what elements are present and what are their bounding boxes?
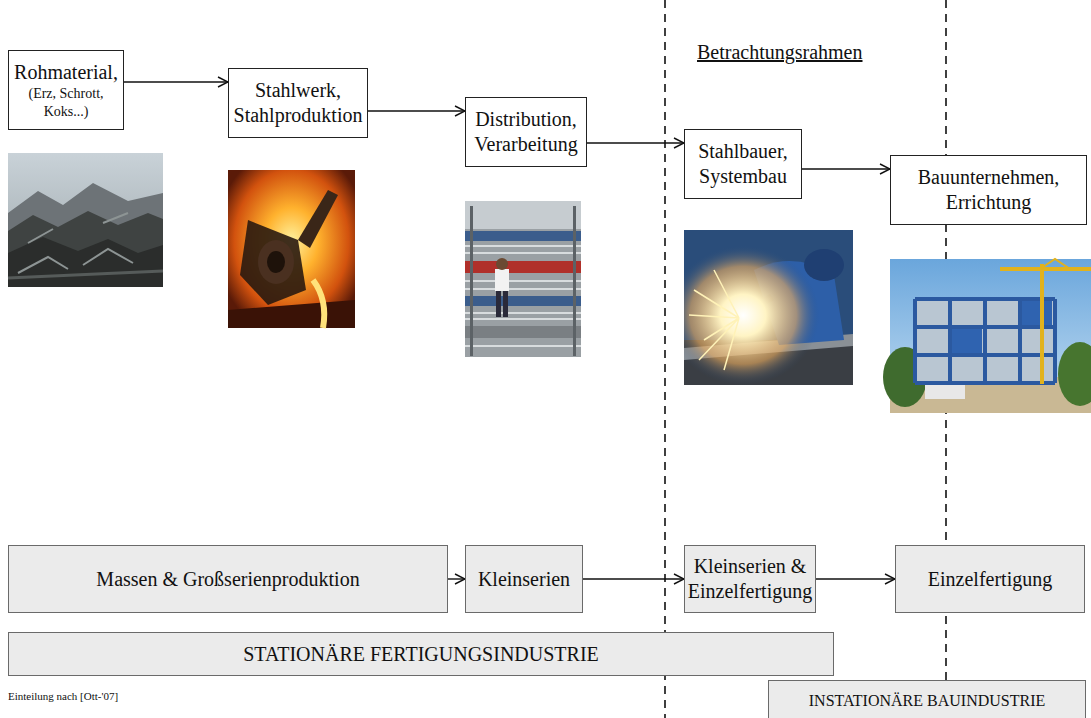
process-box: Distribution, Verarbeitung [465,97,587,167]
node-title: Massen & Großserienproduktion [96,567,359,592]
raw-material-photo-part [8,237,163,287]
flow-arrow [583,578,684,579]
node-title: Kleinserien [478,567,570,592]
raw-material-photo-part [8,271,163,278]
steel-fabrication-photo [684,230,853,385]
construction-photo-part [952,329,982,353]
node-title: Stahlwerk, Stahlproduktion [233,78,363,128]
flow-arrow [587,142,684,143]
dashed-boundary [664,0,666,718]
production-type-box: Einzelfertigung [895,545,1085,613]
steel-fabrication-photo-part [689,270,739,370]
construction-photo-part [1040,259,1070,269]
process-box: Rohmaterial,(Erz, Schrott, Koks...) [8,50,124,130]
steelworks-photo-part [313,280,324,328]
industry-band: STATIONÄRE FERTIGUNGSINDUSTRIE [8,632,834,676]
production-type-box: Kleinserien [465,545,583,613]
distribution-photo-part [465,296,581,306]
flow-arrow [448,578,465,579]
construction-photo-part [1000,267,1091,271]
distribution-photo-part [496,291,501,317]
distribution-photo-part [465,246,581,346]
node-title: STATIONÄRE FERTIGUNGSINDUSTRIE [243,642,599,667]
source-note: Einteilung nach [Ott-'07] [8,690,118,703]
construction-photo-part [1058,342,1091,406]
node-title: Distribution, Verarbeitung [470,107,582,157]
steel-fabrication-photo-part [684,230,853,385]
construction-photo-part [915,299,1055,383]
distribution-photo [465,201,581,357]
flow-arrow [368,110,465,111]
flow-arrow [816,578,895,579]
raw-material-photo [8,153,163,287]
distribution-photo-part [470,206,473,356]
steelworks-photo-part [228,300,355,328]
distribution-photo-part [503,291,508,317]
steel-fabrication-photo-part [684,230,853,385]
production-type-box: Kleinserien & Einzelfertigung [684,545,816,613]
node-subtext: (Erz, Schrott, Koks...) [13,85,119,120]
distribution-photo-part [465,201,581,229]
steelworks-photo-part [258,240,294,284]
scope-label: Betrachtungsrahmen [697,40,863,64]
distribution-photo-part [495,269,509,291]
steelworks-photo-part [298,190,338,248]
node-title: Bauunternehmen, Errichtung [895,165,1082,215]
construction-photo [883,259,1091,413]
flow-arrow [802,168,890,169]
distribution-photo-part [573,206,576,356]
process-box: Stahlbauer, Systembau [684,129,802,199]
node-title: Kleinserien & Einzelfertigung [688,554,812,604]
construction-photo-part [925,385,965,399]
node-title: Stahlbauer, Systembau [689,139,797,189]
node-title: Rohmaterial, [13,60,119,85]
steelworks-photo [228,170,355,328]
steelworks-photo-part [240,220,306,305]
flow-arrow [124,81,228,82]
raw-material-photo-part [18,213,133,273]
construction-photo-part [1022,301,1052,325]
node-title: INSTATIONÄRE BAUINDUSTRIE [809,693,1045,710]
process-box: Bauunternehmen, Errichtung [890,155,1087,225]
raw-material-photo-part [8,211,163,287]
distribution-photo-part [465,231,581,241]
distribution-photo-part [496,258,508,270]
distribution-photo-part [465,201,581,357]
steelworks-photo-part [228,170,355,328]
steelworks-photo-part [267,251,285,273]
raw-material-photo-part [8,153,163,287]
distribution-photo-part [465,261,581,273]
industry-band: INSTATIONÄRE BAUINDUSTRIE [768,680,1086,718]
node-title: Einzelfertigung [928,567,1052,592]
construction-photo-part [915,299,1055,384]
raw-material-photo-part [8,183,163,287]
construction-photo-part [1040,264,1044,384]
process-box: Stahlwerk, Stahlproduktion [228,68,368,138]
steelworks-photo-part [228,170,355,328]
distribution-photo-part [465,326,581,338]
production-type-box: Massen & Großserienproduktion [8,545,448,613]
